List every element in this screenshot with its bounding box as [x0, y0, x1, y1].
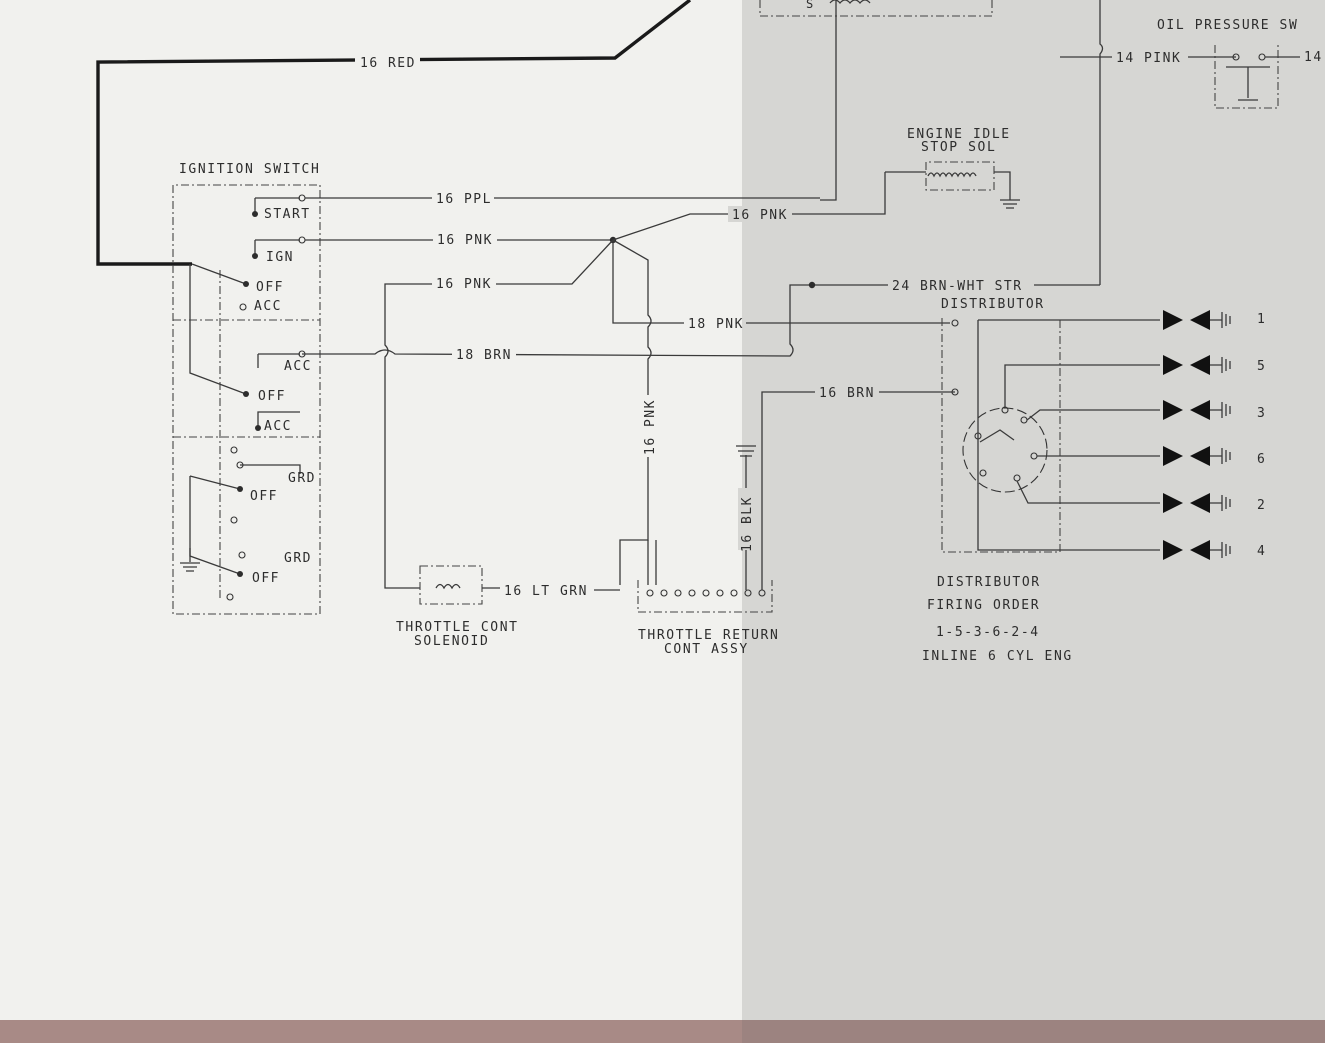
cylinder-label-6: 6	[1257, 452, 1266, 467]
rotor-icon	[979, 429, 1015, 443]
wire-coil-down	[820, 0, 837, 201]
label-16-red: 16 RED	[360, 56, 416, 71]
throttle-return-terminals	[646, 589, 766, 597]
throttle-return-box	[637, 580, 773, 613]
switch-off-3: OFF	[250, 489, 278, 504]
label-18-brn: 18 BRN	[456, 348, 512, 363]
paper-left	[0, 0, 742, 1043]
switch-off-4: OFF	[252, 571, 280, 586]
spark-plug-icons	[1163, 310, 1231, 560]
switch-grd-2: GRD	[284, 551, 312, 566]
wire-16-red	[96, 0, 692, 266]
label-24-brn-wht: 24 BRN-WHT STR	[892, 279, 1023, 294]
firing-caption-4: INLINE 6 CYL ENG	[922, 649, 1073, 664]
firing-caption-2: FIRING ORDER	[927, 598, 1040, 613]
cylinder-label-4: 4	[1257, 544, 1266, 559]
cylinder-label-5: 5	[1257, 359, 1266, 374]
firing-caption-1: DISTRIBUTOR	[937, 575, 1041, 590]
idle-stop-title-1: ENGINE IDLE	[907, 127, 1011, 142]
label-16-lt-grn: 16 LT GRN	[504, 584, 588, 599]
switch-off-1: OFF	[256, 280, 284, 295]
label-16-pnk-ign: 16 PNK	[437, 233, 493, 248]
firing-caption-3: 1-5-3-6-2-4	[936, 625, 1040, 640]
idle-stop-coil	[927, 172, 977, 178]
throttle-solenoid-title-2: SOLENOID	[414, 634, 489, 649]
label-14-pink: 14 PINK	[1116, 51, 1181, 66]
label-18-pnk: 18 PNK	[688, 317, 744, 332]
switch-off-2: OFF	[258, 389, 286, 404]
label-16-pnk-idle: 16 PNK	[732, 208, 788, 223]
cylinder-label-2: 2	[1257, 498, 1266, 513]
distributor-cap	[962, 407, 1048, 493]
ignition-switch-box	[172, 184, 321, 615]
label-16-pnk-left: 16 PNK	[436, 277, 492, 292]
throttle-return-title-1: THROTTLE RETURN	[638, 628, 779, 643]
oil-switch-symbol	[1226, 66, 1270, 101]
switch-acc-3: ACC	[264, 419, 292, 434]
switch-acc-2: ACC	[284, 359, 312, 374]
label-16-pnk-vert: 16 PNK	[643, 399, 658, 455]
throttle-solenoid-coil	[435, 583, 461, 590]
throttle-return-title-2: CONT ASSY	[664, 642, 749, 657]
throttle-solenoid-box	[419, 565, 483, 605]
label-edge-14: 14	[1304, 50, 1323, 65]
ignition-switch-title: IGNITION SWITCH	[179, 162, 320, 177]
throttle-solenoid-title-1: THROTTLE CONT	[396, 620, 519, 635]
distributor-box	[941, 318, 1061, 553]
table-edge	[0, 1020, 742, 1043]
wire-16-brn	[761, 391, 955, 590]
coil-symbol	[829, 0, 871, 5]
switch-ign: IGN	[266, 250, 294, 265]
wire-18-brn	[302, 284, 1100, 357]
paper-right	[742, 0, 1325, 1043]
ground-icon-blk	[736, 445, 756, 457]
switch-acc-1: ACC	[254, 299, 282, 314]
label-16-brn: 16 BRN	[819, 386, 875, 401]
idle-stop-box	[925, 161, 995, 191]
distributor-title: DISTRIBUTOR	[941, 297, 1045, 312]
ground-icon-switch	[180, 548, 200, 572]
switch-start: START	[264, 207, 311, 222]
cylinder-label-1: 1	[1257, 312, 1266, 327]
coil-s-label: S	[806, 0, 814, 11]
label-16-blk: 16 BLK	[740, 496, 755, 552]
coil-box	[759, 0, 993, 17]
switch-grd-1: GRD	[288, 471, 316, 486]
oil-pressure-title: OIL PRESSURE SW	[1157, 18, 1298, 33]
label-16-ppl: 16 PPL	[436, 192, 492, 207]
cylinder-label-3: 3	[1257, 406, 1266, 421]
ground-icon-idle	[1000, 199, 1020, 209]
idle-stop-title-2: STOP SOL	[921, 140, 996, 155]
wire-16-pnk-vert	[612, 239, 652, 585]
